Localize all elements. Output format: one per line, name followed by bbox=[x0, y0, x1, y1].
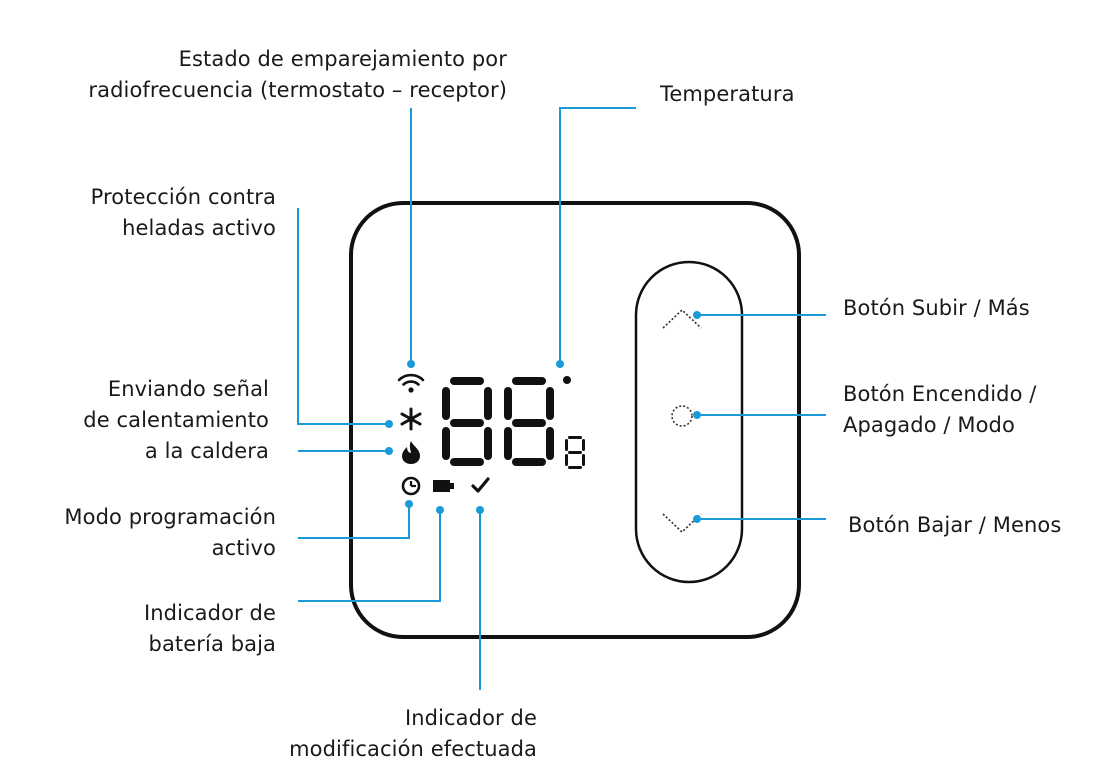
wifi-icon bbox=[397, 373, 425, 393]
label-btn-down: Botón Bajar / Menos bbox=[848, 510, 1061, 541]
label-btn-power: Botón Encendido / Apagado / Modo bbox=[843, 379, 1036, 441]
label-rf-pairing: Estado de emparejamiento por radiofrecue… bbox=[88, 44, 507, 106]
label-line: Estado de emparejamiento por bbox=[178, 47, 507, 71]
button-panel bbox=[634, 260, 744, 584]
label-line: Botón Bajar / Menos bbox=[848, 513, 1062, 537]
label-heating: Enviando señal de calentamiento a la cal… bbox=[83, 374, 269, 467]
label-line: Botón Subir / Más bbox=[843, 296, 1030, 320]
chevron-up-icon[interactable] bbox=[662, 308, 702, 329]
label-line: Indicador de bbox=[404, 706, 537, 730]
label-line: batería baja bbox=[148, 632, 276, 656]
power-circle-icon[interactable] bbox=[671, 405, 693, 427]
checkmark-icon bbox=[471, 477, 490, 493]
label-line: Apagado / Modo bbox=[843, 413, 1015, 437]
label-modified: Indicador de modificación efectuada bbox=[289, 703, 537, 765]
seven-segment-display bbox=[442, 376, 585, 469]
label-line: Botón Encendido / bbox=[843, 382, 1037, 406]
snowflake-icon bbox=[400, 407, 422, 431]
label-line: Temperatura bbox=[660, 82, 795, 106]
label-line: Protección contra bbox=[90, 185, 276, 209]
label-frost: Protección contra heladas activo bbox=[91, 182, 276, 244]
clock-icon bbox=[401, 476, 421, 496]
label-btn-up: Botón Subir / Más bbox=[843, 293, 1030, 324]
label-battery: Indicador de batería baja bbox=[144, 598, 276, 660]
label-line: de calentamiento bbox=[83, 408, 269, 432]
label-line: Enviando señal bbox=[107, 377, 269, 401]
flame-icon bbox=[402, 441, 420, 464]
label-temperature: Temperatura bbox=[660, 79, 795, 110]
leader-lines bbox=[297, 107, 826, 690]
label-line: activo bbox=[211, 536, 276, 560]
label-line: heladas activo bbox=[122, 216, 276, 240]
battery-icon bbox=[433, 480, 454, 492]
label-line: a la caldera bbox=[144, 439, 269, 463]
label-program: Modo programación activo bbox=[64, 502, 276, 564]
label-line: radiofrecuencia (termostato – receptor) bbox=[88, 78, 507, 102]
leader-dots bbox=[385, 311, 701, 523]
label-line: modificación efectuada bbox=[289, 737, 537, 761]
chevron-down-icon[interactable] bbox=[662, 513, 702, 534]
label-line: Indicador de bbox=[143, 601, 276, 625]
label-line: Modo programación bbox=[64, 505, 276, 529]
